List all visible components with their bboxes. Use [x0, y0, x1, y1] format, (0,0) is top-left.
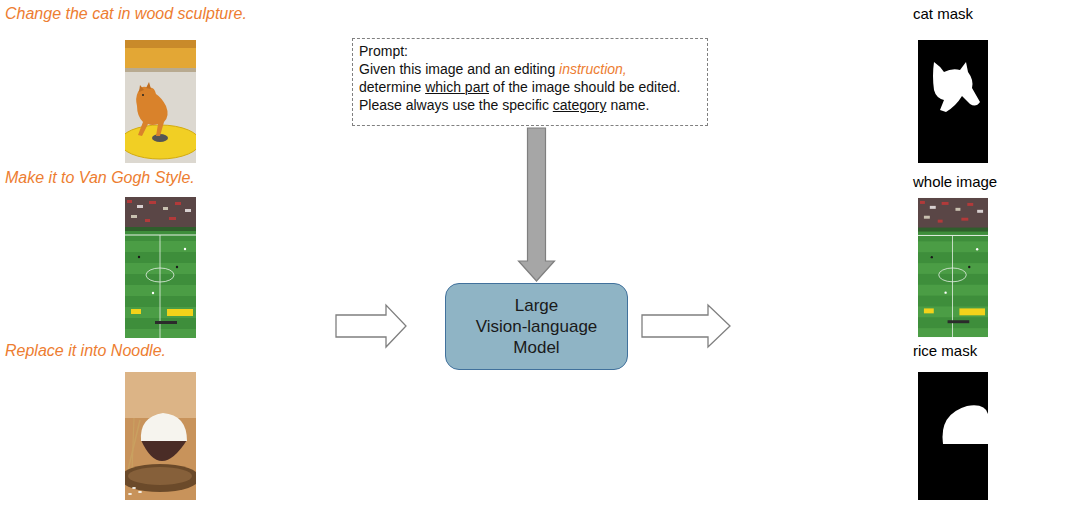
- word-space: [635, 79, 639, 95]
- instruction-image: Replace it into Noodle.: [5, 341, 196, 500]
- prompt-word: an: [494, 61, 510, 77]
- model-label: Large Vision-language Model: [476, 295, 598, 358]
- instruction-text: Make it to Van Gogh Style.: [5, 168, 195, 188]
- output-image: rice mask: [913, 341, 988, 500]
- rice-photo: [128, 493, 132, 495]
- prompt-word: of: [493, 79, 505, 95]
- cat-photo: [125, 40, 196, 48]
- prompt-word: use: [452, 97, 475, 113]
- prompt-word: be: [619, 79, 635, 95]
- cat-mask-image: [918, 40, 988, 163]
- word-space: [396, 61, 400, 77]
- prompt-word: Given: [359, 61, 396, 77]
- prompt-word: this: [399, 61, 421, 77]
- cat-mask-image: [933, 62, 980, 112]
- word-space: [505, 79, 509, 95]
- prompt-text: Prompt:: [359, 42, 408, 60]
- cat-photo: [125, 40, 196, 163]
- word-space: [421, 79, 425, 95]
- rice-mask-image: [918, 372, 988, 500]
- prompt-word: image: [532, 79, 570, 95]
- prompt-text: Given this image and an editing instruct…: [359, 60, 681, 114]
- cat-mask-image: [918, 40, 988, 163]
- word-space: [570, 79, 574, 95]
- rice-photo: [138, 491, 142, 493]
- prompt-word: image: [425, 61, 463, 77]
- block-arrow: [519, 128, 555, 281]
- model-word: Large: [515, 296, 558, 315]
- rice-photo: [125, 372, 196, 500]
- model-word: Vision-language: [476, 317, 598, 336]
- word-space: [498, 97, 502, 113]
- output-label: rice mask: [913, 341, 977, 360]
- soccer-photo: [125, 197, 196, 338]
- instruction-text: Change the cat in wood sculpture.: [5, 4, 247, 24]
- cat-photo: [142, 94, 144, 96]
- prompt-word: determine: [359, 79, 421, 95]
- rice-mask-image: [943, 405, 989, 444]
- word-space: [528, 79, 532, 95]
- prompt-word: and: [467, 61, 490, 77]
- rice-photo: [141, 413, 187, 441]
- model-word: Model: [513, 338, 559, 357]
- instruction-image: Change the cat in wood sculpture.: [5, 4, 251, 163]
- output-label: whole image: [913, 172, 997, 191]
- prompt-word: instruction,: [559, 61, 627, 77]
- prompt-word: part: [465, 79, 489, 95]
- cat-photo: [125, 68, 196, 72]
- rice-photo: [132, 418, 134, 472]
- word-space: [549, 97, 553, 113]
- prompt-word: edited.: [638, 79, 680, 95]
- rice-photo: [125, 372, 196, 500]
- rice-mask-image: [918, 372, 988, 500]
- output-image: cat mask: [913, 4, 988, 163]
- word-space: [615, 79, 619, 95]
- instruction-text: Replace it into Noodle.: [5, 341, 166, 361]
- word-space: [607, 97, 611, 113]
- prompt-word: Please: [359, 97, 402, 113]
- prompt-word: specific: [502, 97, 549, 113]
- prompt-word: always: [406, 97, 449, 113]
- prompt-box: Prompt:Given this image and an editing i…: [352, 38, 708, 126]
- prompt-word: should: [574, 79, 615, 95]
- word-space: [421, 61, 425, 77]
- word-space: [402, 97, 406, 113]
- word-space: [489, 79, 493, 95]
- prompt-word: editing: [514, 61, 555, 77]
- instruction-image: Make it to Van Gogh Style.: [5, 168, 199, 338]
- cat-photo: [136, 87, 167, 136]
- prompt-word: name.: [610, 97, 649, 113]
- output-image: whole image: [913, 172, 1002, 338]
- model-box: Large Vision-language Model: [445, 283, 628, 370]
- rice-photo: [125, 464, 196, 492]
- prompt-word: which: [425, 79, 461, 95]
- word-space: [463, 61, 467, 77]
- input-block-arrow: [336, 305, 406, 347]
- whole-image-photo: [918, 198, 988, 337]
- word-space: [475, 97, 479, 113]
- prompt-word: the: [479, 97, 498, 113]
- word-space: [449, 97, 453, 113]
- rice-photo: [132, 487, 136, 489]
- prompt-word: the: [508, 79, 527, 95]
- output-block-arrow: [642, 305, 730, 347]
- word-space: [491, 61, 495, 77]
- cat-photo: [125, 40, 196, 70]
- word-space: [510, 61, 514, 77]
- word-space: [461, 79, 465, 95]
- prompt-word: category: [553, 97, 607, 113]
- rice-photo: [125, 372, 196, 418]
- cat-photo: [139, 82, 151, 92]
- word-space: [555, 61, 559, 77]
- rice-photo: [128, 467, 192, 485]
- output-label: cat mask: [913, 4, 973, 23]
- rice-photo: [141, 440, 187, 461]
